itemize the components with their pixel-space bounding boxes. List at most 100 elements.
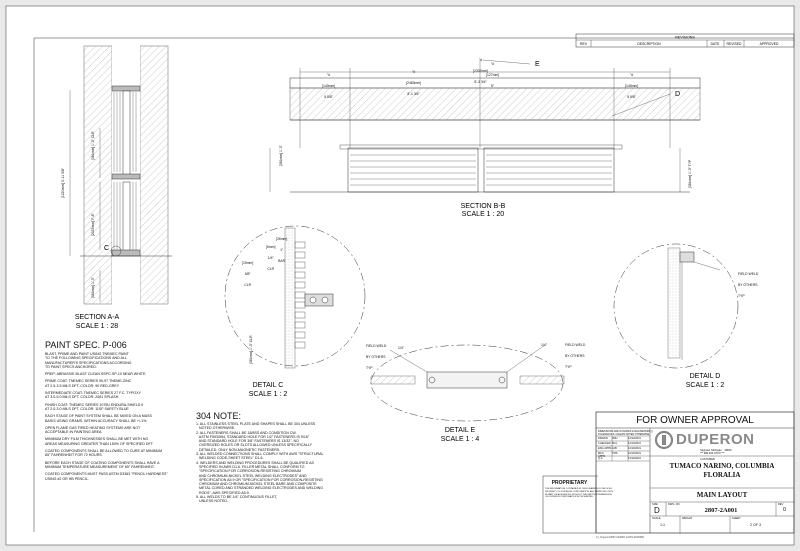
dim-text: 5/8" <box>244 271 251 276</box>
sheet-value: 2 OF 3 <box>750 523 761 527</box>
dim-text: 7'-8" <box>90 213 95 221</box>
paint-spec-para: OPEN FLAME GAS FIRED HEATING SYSTEMS ARE… <box>45 425 141 435</box>
weld-note-text: TYP <box>366 366 373 371</box>
tolerance-header: DIMENSIONS ARE IN INCHES & MILLIMETERS [… <box>598 430 653 436</box>
approval-label: CHECKED <box>598 442 611 445</box>
dim-text: [15mm] <box>242 260 254 265</box>
dim-text: "# <box>327 72 331 77</box>
paint-spec-para: INTERMEDIATE COAT: TNEMEC SERIES 27 F.C.… <box>45 391 141 400</box>
paint-spec-para: PRIME COAT: TNEMEC SERIES 90-97 TNEME-ZI… <box>45 379 132 388</box>
file-path: C:\_Duperon\2807-2A\2807-2A001.SLDDRW <box>596 536 644 539</box>
approval-name: JMH <box>612 437 618 440</box>
dim-aa-top: [381mm] 1'-3" CLR <box>88 131 96 162</box>
weld-note-text: BY OTHERS <box>366 354 386 359</box>
dim-text: [1220mm] <box>60 183 65 199</box>
paint-spec-para: MINIMUM DRY FILM THICKNESSES SHALL BE ME… <box>45 437 154 446</box>
dim-text: [26mm] <box>276 236 288 241</box>
dim-text: [6mm] <box>266 244 276 249</box>
approval-name: JAB <box>612 447 617 450</box>
dim-aa-bottom: [381mm] 1'-3" <box>88 277 96 300</box>
dim-c-bar: [26mm] 1" BAR <box>276 230 287 268</box>
proprietary-text: THE INFORMATION CONTAINED IN THIS DRAWIN… <box>545 488 613 499</box>
weld-symbol-e-left: 1/4" <box>398 346 404 350</box>
note-304-item: 4. WELDERS AND WELDING PROCEDURES SHALL … <box>196 460 323 495</box>
description-col-header: DESCRIPTION <box>637 42 661 46</box>
section-aa-callout-c: C <box>104 245 109 252</box>
dim-text: "# <box>411 69 416 74</box>
dim-text: [381mm] <box>90 284 95 299</box>
dim-text: [2337mm] <box>90 221 95 237</box>
dim-text: CLR <box>267 267 275 272</box>
detail-c-title: DETAIL C <box>253 382 284 389</box>
revised-col-header: REVISED <box>727 42 742 46</box>
dim-text: "# <box>630 72 634 77</box>
approval-date: 12/13/2021 <box>628 442 641 445</box>
rev-value: 0 <box>783 507 787 513</box>
paint-spec-para: BLAST, PRIME AND PAINT USING TNEMEC PAIN… <box>45 352 132 369</box>
duperon-logo-icon <box>654 430 674 450</box>
note-304-item: 5. ALL WELDS TO BE 1/4" CONTINUOUS FILLE… <box>196 495 278 504</box>
dim-text: 5 5/8" <box>324 95 333 100</box>
scale-label: SCALE <box>652 517 661 520</box>
dim-text: 8'-3 3/4" <box>474 80 487 85</box>
dim-bb-left-inner: "# [2483mm] 8'-1 3/4" <box>406 63 421 101</box>
note-304-body: 1. ALL STAINLESS STEEL PLATE AND SHAPES … <box>196 422 411 504</box>
paint-spec-body: BLAST, PRIME AND PAINT USING TNEMEC PAIN… <box>45 352 220 484</box>
size-label: SIZE <box>652 503 658 506</box>
section-bb-title: SECTION B-B <box>461 203 506 210</box>
approval-label: Q.A. <box>598 457 604 460</box>
drawing-title: MAIN LAYOUT <box>696 491 748 499</box>
dim-text: [140mm] <box>625 83 639 88</box>
dim-bb-gap: "# [127mm] 5" <box>486 55 499 93</box>
revisions-title: REVISIONS <box>675 36 695 40</box>
dim-text: [140mm] <box>322 83 336 88</box>
note-304-item: 2. ALL FASTENERS SHALL BE 18/8SS AND CON… <box>196 430 312 452</box>
company-address: Saginaw, Michigan 48601 *** 989.363.XXXX… <box>700 449 732 456</box>
weight-label: WEIGHT <box>682 517 693 520</box>
approval-date: 12/13/2021 <box>628 457 641 460</box>
section-bb-scale: SCALE 1 : 20 <box>462 211 505 218</box>
detail-d-scale: SCALE 1 : 2 <box>686 382 725 389</box>
dim-text: 1'-3" <box>278 145 283 152</box>
detail-c-scale: SCALE 1 : 2 <box>249 391 288 398</box>
detail-c-view <box>224 225 366 369</box>
scale-value: 1:1 <box>660 523 665 527</box>
dim-text: [381mm] <box>278 152 283 167</box>
dim-bb-right-end: "# [140mm] 5 5/8" <box>625 66 638 104</box>
dwg-no-value: 2807-2A001 <box>704 507 738 514</box>
paint-spec-para: FINISH COAT: TNEMEC SERIES 1075U ENDURA-… <box>45 402 144 411</box>
dim-text: 1'-3" <box>248 343 253 350</box>
dim-text: [381mm] <box>687 174 692 189</box>
paint-spec-para: EACH STAGE OF PAINT SYSTEM SHALL BE MIXE… <box>45 414 152 423</box>
note-304-item: 1. ALL STAINLESS STEEL PLATE AND SHAPES … <box>196 422 316 431</box>
dim-text: TYP <box>687 159 692 167</box>
dim-bb-left-end: "# [140mm] 5 5/8" <box>322 66 335 104</box>
section-bb-callout-e: E <box>535 61 540 68</box>
company-name: DUPERON <box>676 431 755 448</box>
dim-bb-left-vertical: [381mm] 1'-3" <box>276 145 284 168</box>
weld-note-text: BY OTHERS <box>565 353 585 358</box>
dim-c-clr: [6mm] 1/4" CLR <box>266 238 275 276</box>
dwg-no-label: DWG. NO. <box>668 503 681 506</box>
dim-aa-mid: [1220mm] 3'-11 5/8" <box>58 168 66 200</box>
dim-text: [381mm] <box>248 350 253 365</box>
approval-date: 12/13/2021 <box>628 452 641 455</box>
title-block <box>542 411 795 534</box>
detail-e-scale: SCALE 1 : 4 <box>441 436 480 443</box>
approval-name: MCL <box>612 442 618 445</box>
dim-text: CLR <box>244 283 252 288</box>
section-aa-title: SECTION A-A <box>75 314 120 321</box>
dim-text: 1" <box>280 247 284 252</box>
rev-label: REV <box>778 503 784 506</box>
dim-text: [381mm] <box>90 146 95 161</box>
owner-approval-banner: FOR OWNER APPROVAL <box>636 415 754 426</box>
weld-note-text: TYP <box>565 365 572 370</box>
weld-note-text: BY OTHERS <box>738 282 758 287</box>
dim-bb-right-vertical: [381mm] 1'-3" TYP <box>685 160 693 190</box>
approval-row: Q.A. 12/13/2021 <box>598 457 650 462</box>
approval-date: 12/13/2021 <box>628 437 641 440</box>
approval-label: ENG APPR. <box>598 447 612 450</box>
